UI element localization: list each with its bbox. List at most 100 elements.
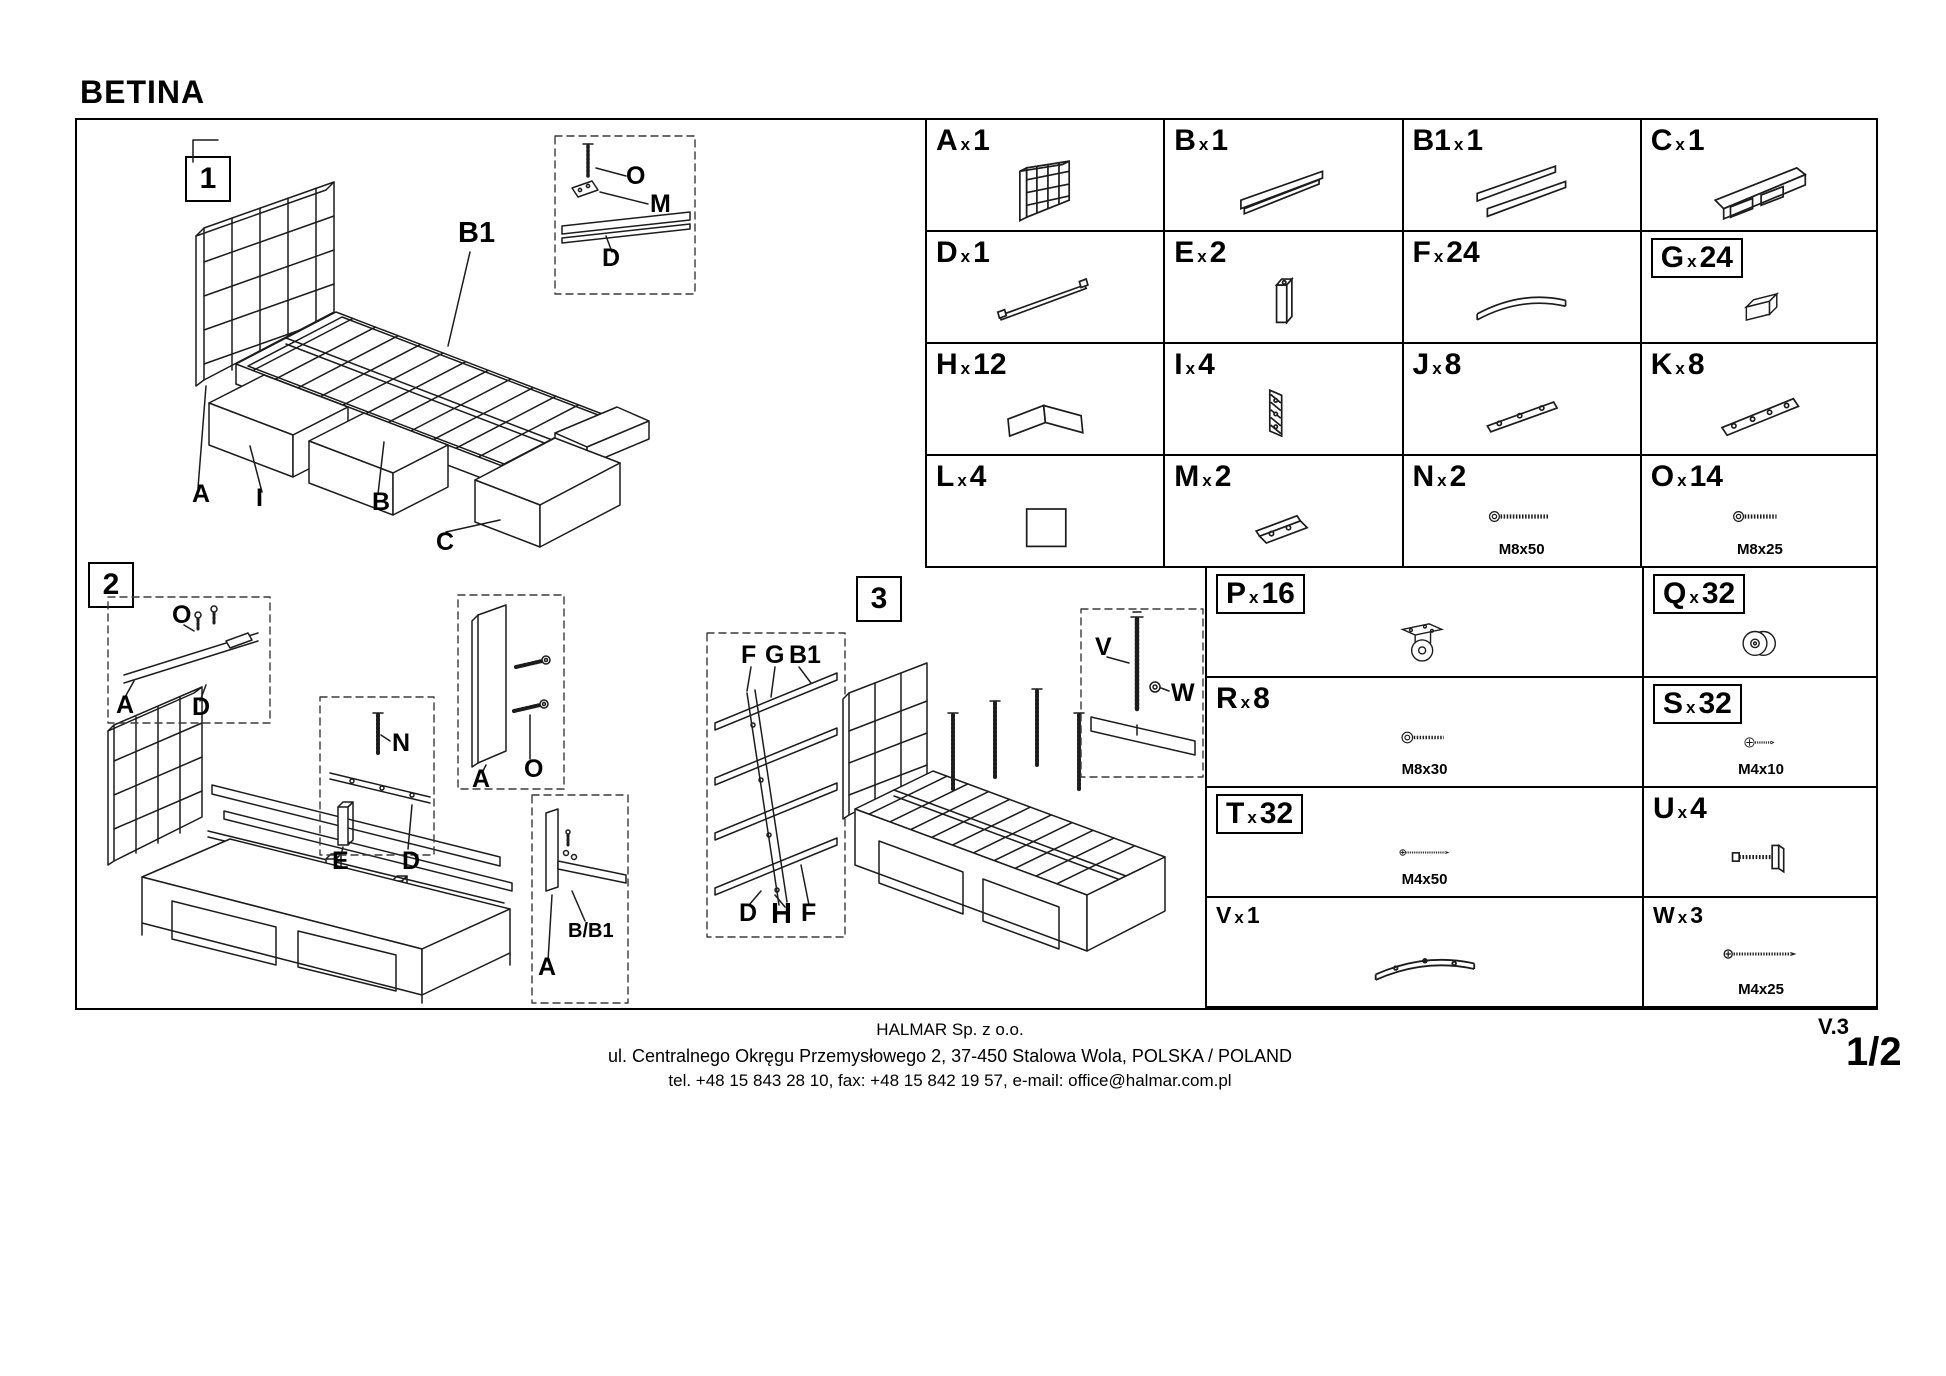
- part-multiplier: x: [1197, 247, 1207, 266]
- caster-icon: [1279, 614, 1571, 670]
- step1-inset-callout-d: D: [602, 244, 620, 272]
- step3-inset-box: [1080, 608, 1204, 778]
- step3-number: 3: [856, 576, 902, 622]
- leader-inset-o: [595, 167, 627, 177]
- slat-long-icon: [1279, 927, 1571, 1000]
- leader-a: [197, 385, 207, 489]
- part-count: 3: [1690, 902, 1703, 928]
- step1-callout-b1: B1: [458, 217, 495, 249]
- step2-inset1-callout-o: O: [172, 601, 191, 629]
- step1-inset-callout-m: M: [650, 190, 671, 218]
- part-multiplier: x: [1675, 359, 1685, 378]
- step2-base: [141, 838, 511, 1004]
- part-count: 32: [1698, 687, 1732, 720]
- part-id: L: [936, 460, 955, 493]
- step2-panel-detail: [471, 604, 551, 774]
- step1-callout-i: I: [256, 484, 263, 512]
- step1-inset-detail: [561, 143, 691, 253]
- step3-callout-f-top: F: [741, 641, 756, 669]
- part-size-label: M4x10: [1738, 761, 1784, 778]
- part-multiplier: x: [1240, 693, 1251, 712]
- step2-inset1-callout-d: D: [192, 693, 210, 721]
- plate3-icon: [1445, 380, 1598, 448]
- part-size-label: M8x25: [1736, 541, 1783, 558]
- part-count: 12: [973, 348, 1007, 381]
- step1-number: 1: [185, 156, 231, 202]
- step2-inset1-detail: [123, 605, 259, 702]
- step2-inset3-box: [531, 794, 629, 1004]
- wheel-icon: [1685, 614, 1836, 670]
- part-id: W: [1653, 902, 1675, 928]
- part-id: O: [1650, 460, 1675, 493]
- step3-inset-detail: [1090, 611, 1196, 756]
- step2-panel-box: [457, 594, 565, 790]
- part-multiplier: x: [1249, 588, 1259, 607]
- part-count: 16: [1261, 577, 1295, 610]
- step3-inset-callout-v: V: [1095, 633, 1112, 661]
- siderail-icon: [1683, 156, 1836, 224]
- part-id: S: [1663, 687, 1684, 720]
- step3-lattice: [714, 666, 838, 908]
- step2-inset2-callout-n: N: [392, 729, 410, 757]
- part-multiplier: x: [960, 247, 971, 266]
- step2-panel-callout-a: A: [472, 765, 490, 793]
- headboard-icon: [969, 156, 1122, 224]
- part-count: 24: [1699, 241, 1733, 274]
- part-size-label: M4x50: [1401, 871, 1448, 888]
- sheet-border: [75, 118, 1878, 1010]
- panels-icon: [969, 380, 1122, 448]
- step2-panel-callout-o: O: [524, 755, 543, 783]
- part-multiplier: x: [957, 471, 967, 490]
- part-id: U: [1653, 792, 1675, 825]
- square-icon: [969, 492, 1122, 560]
- part-id: J: [1412, 348, 1430, 381]
- footer-address: ul. Centralnego Okręgu Przemysłowego 2, …: [607, 1045, 1292, 1066]
- part-multiplier: x: [1689, 588, 1699, 607]
- part-count: 2: [1209, 236, 1227, 269]
- step2-number: 2: [88, 562, 134, 608]
- step3-drawing: F G B1 D H F V W: [706, 608, 1204, 952]
- part-multiplier: x: [1677, 471, 1687, 490]
- step3-callout-h-bottom: H: [771, 898, 792, 930]
- part-id: B: [1174, 124, 1196, 157]
- leader-i: [249, 445, 263, 493]
- part-size-label: M8x50: [1498, 541, 1545, 558]
- step3-callout-b1-top: B1: [789, 641, 821, 669]
- step2-inset3-callout-a: A: [538, 953, 556, 981]
- leader-inset-m: [599, 191, 649, 205]
- part-multiplier: x: [1687, 252, 1697, 271]
- screw-long-icon: [1685, 927, 1836, 981]
- rod-icon: [969, 268, 1122, 336]
- corner-mark: [192, 139, 219, 163]
- footer-company: HALMAR Sp. z o.o.: [876, 1020, 1024, 1039]
- part-id: H: [936, 348, 958, 381]
- step2-drawing: O A D N E D A O B/B1 A: [107, 594, 629, 1004]
- part-multiplier: x: [1185, 359, 1196, 378]
- part-count: 8: [1687, 348, 1705, 381]
- part-id: G: [1660, 241, 1685, 274]
- part-count: 32: [1259, 797, 1294, 830]
